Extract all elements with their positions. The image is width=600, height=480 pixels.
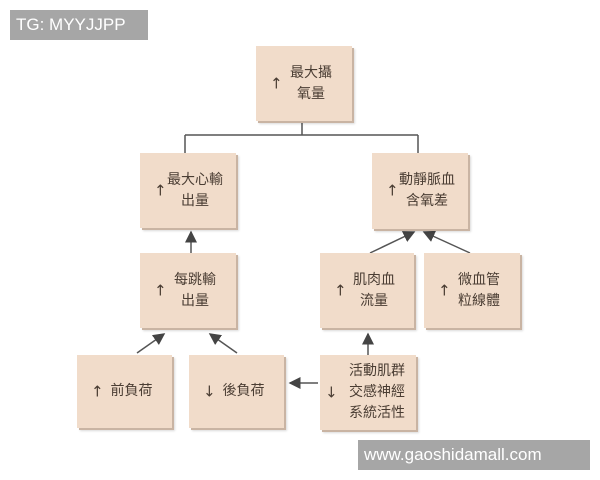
arrow-preload-to-stroke bbox=[136, 333, 166, 354]
up-arrow-icon: ↑ bbox=[91, 382, 104, 400]
node-label: 後負荷 bbox=[222, 383, 265, 399]
node-label: 動靜脈血 含氧差 bbox=[399, 172, 455, 209]
watermark-top-left: TG: MYYJJPP bbox=[10, 10, 148, 40]
node-label: 最大攝 氧量 bbox=[290, 64, 332, 102]
node-label: 前負荷 bbox=[110, 383, 153, 399]
node-vo2max: ↑ 最大攝 氧量 bbox=[256, 46, 352, 121]
down-arrow-icon: ↓ bbox=[325, 383, 338, 401]
node-sympathetic-activity: ↓ 活動肌群 交感神經 系統活性 bbox=[320, 355, 416, 430]
node-max-cardiac-output: ↑ 最大心輸 出量 bbox=[140, 153, 236, 228]
arrow-capillary-to-avdiff bbox=[422, 230, 471, 254]
watermark-bottom-right: www.gaoshidamall.com bbox=[358, 440, 590, 470]
down-arrow-icon: ↓ bbox=[203, 382, 216, 400]
arrow-afterload-to-stroke bbox=[208, 333, 238, 354]
up-arrow-icon: ↑ bbox=[386, 181, 399, 200]
node-av-o2-diff: ↑ 動靜脈血 含氧差 bbox=[372, 153, 468, 229]
node-label: 活動肌群 交感神經 系統活性 bbox=[349, 363, 405, 421]
node-label: 微血管 粒線體 bbox=[458, 271, 500, 309]
arrow-flow-to-avdiff bbox=[369, 231, 416, 254]
up-arrow-icon: ↑ bbox=[154, 181, 167, 199]
up-arrow-icon: ↑ bbox=[438, 281, 451, 299]
node-label: 肌肉血 流量 bbox=[353, 271, 395, 309]
node-stroke-volume: ↑ 每跳輸 出量 bbox=[140, 253, 236, 328]
node-label: 每跳輸 出量 bbox=[174, 271, 216, 309]
tree-connector bbox=[184, 121, 419, 153]
node-capillary-mitochondria: ↑ 微血管 粒線體 bbox=[424, 253, 520, 328]
node-label: 最大心輸 出量 bbox=[167, 171, 223, 209]
up-arrow-icon: ↑ bbox=[154, 281, 167, 299]
node-afterload: ↓ 後負荷 bbox=[189, 355, 284, 428]
node-muscle-blood-flow: ↑ 肌肉血 流量 bbox=[320, 253, 414, 328]
up-arrow-icon: ↑ bbox=[270, 74, 283, 92]
up-arrow-icon: ↑ bbox=[334, 281, 347, 299]
node-preload: ↑ 前負荷 bbox=[77, 355, 172, 428]
